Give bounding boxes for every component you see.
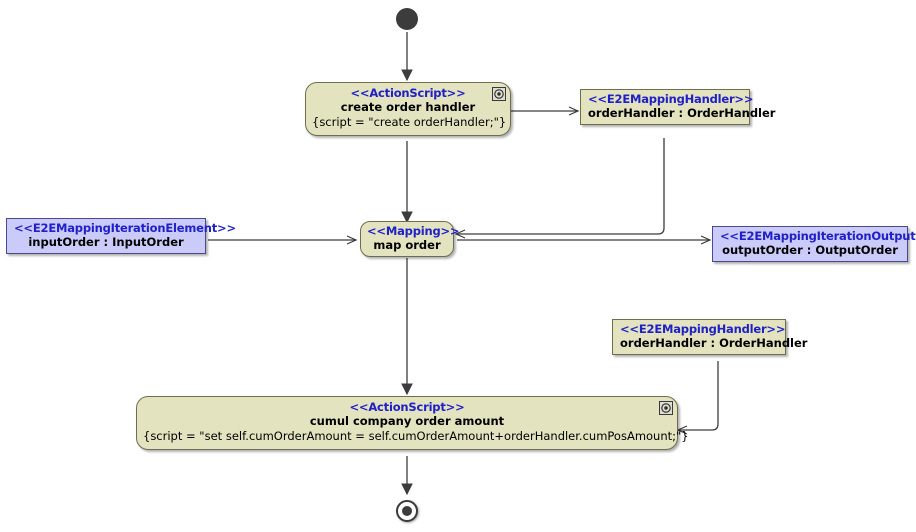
node-name-label: outputOrder : OutputOrder	[722, 243, 898, 258]
object-node-output-order[interactable]: <<E2EMappingIterationOutput>> outputOrde…	[712, 226, 916, 263]
stereotype-label: <<E2EMappingIterationElement>>	[14, 221, 236, 235]
node-name-label: create order handler	[340, 100, 476, 115]
stereotype-label: <<ActionScript>>	[350, 86, 466, 100]
object-node-order-handler-bottom[interactable]: <<E2EMappingHandler>> orderHandler : Ord…	[612, 319, 808, 356]
node-script-label: {script = "set self.cumOrderAmount = sel…	[143, 429, 689, 444]
node-name-label: cumul company order amount	[309, 414, 505, 429]
final-node[interactable]	[396, 500, 418, 522]
edge-orderhandler-top-to-map-order	[454, 138, 665, 239]
object-node-input-order[interactable]: <<E2EMappingIterationElement>> inputOrde…	[6, 218, 236, 255]
node-name-label: inputOrder : InputOrder	[28, 235, 184, 250]
stereotype-label: <<E2EMappingHandler>>	[620, 322, 786, 336]
stereotype-label: <<E2EMappingHandler>>	[588, 92, 754, 106]
node-script-label: {script = "create orderHandler;"}	[312, 115, 507, 130]
stereotype-label: <<Mapping>>	[367, 224, 460, 238]
initial-node[interactable]	[396, 8, 418, 30]
action-node-create-order-handler[interactable]: <<ActionScript>> create order handler {s…	[305, 82, 511, 136]
stereotype-label: <<E2EMappingIterationOutput>>	[720, 229, 916, 243]
stereotype-label: <<ActionScript>>	[349, 400, 465, 414]
node-name-label: orderHandler : OrderHandler	[620, 336, 808, 351]
action-node-map-order[interactable]: <<Mapping>> map order	[360, 221, 460, 258]
action-node-cumul-company-order-amount[interactable]: <<ActionScript>> cumul company order amo…	[136, 396, 689, 450]
object-node-order-handler-top[interactable]: <<E2EMappingHandler>> orderHandler : Ord…	[580, 89, 776, 126]
gear-icon	[659, 401, 673, 415]
node-name-label: map order	[373, 238, 441, 253]
edge-orderhandler-bottom-to-cumul	[676, 361, 719, 435]
gear-icon	[492, 87, 506, 101]
node-name-label: orderHandler : OrderHandler	[588, 106, 776, 121]
